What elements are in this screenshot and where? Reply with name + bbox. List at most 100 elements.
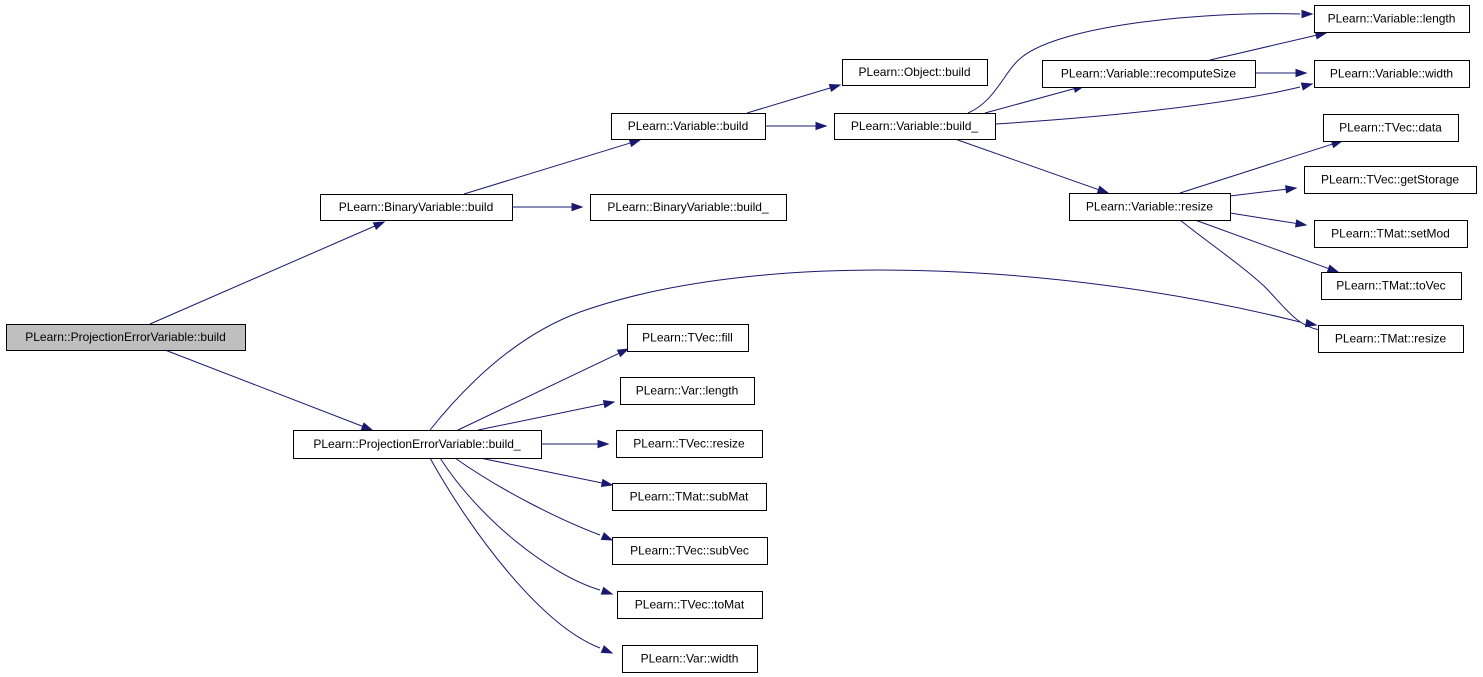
node-label: PLearn::Variable::recomputeSize xyxy=(1061,67,1237,81)
node-n13[interactable]: PLearn::TMat::toVec xyxy=(1321,272,1462,300)
node-box xyxy=(320,194,513,221)
node-n18[interactable]: PLearn::TVec::resize xyxy=(616,430,763,458)
edge-n15-n22 xyxy=(429,457,614,654)
edge-arrowhead xyxy=(571,202,584,212)
node-label: PLearn::ProjectionErrorVariable::build xyxy=(25,330,226,344)
node-label: PLearn::TMat::setMod xyxy=(1331,227,1450,241)
edge-arrowhead xyxy=(1304,318,1318,328)
node-label: PLearn::TVec::toMat xyxy=(635,598,745,612)
edge-n0-n1 xyxy=(149,221,386,325)
edge-line xyxy=(463,142,631,195)
edge-arrowhead xyxy=(372,221,386,231)
node-n2[interactable]: PLearn::BinaryVariable::build_ xyxy=(590,194,787,221)
edge-n15-n16 xyxy=(457,348,630,431)
node-n3[interactable]: PLearn::Variable::build xyxy=(611,113,766,140)
node-n19[interactable]: PLearn::TMat::subMat xyxy=(612,483,767,511)
node-box xyxy=(617,591,763,619)
node-n20[interactable]: PLearn::TVec::subVec xyxy=(612,537,768,565)
edge-line xyxy=(994,86,1301,125)
edge-n1-n3 xyxy=(463,139,642,195)
edge-line xyxy=(164,349,363,427)
edge-n15-n18 xyxy=(541,439,610,449)
node-label: PLearn::TVec::getStorage xyxy=(1321,173,1459,187)
node-n22[interactable]: PLearn::Var::width xyxy=(622,645,758,673)
edge-n15-n20 xyxy=(454,457,614,541)
node-box xyxy=(1314,60,1470,88)
node-box xyxy=(1042,60,1256,88)
node-label: PLearn::ProjectionErrorVariable::build_ xyxy=(313,437,521,451)
node-n10[interactable]: PLearn::TVec::data xyxy=(1323,114,1459,142)
node-box xyxy=(612,537,768,565)
edge-line xyxy=(1229,188,1287,197)
edge-arrowhead xyxy=(1295,68,1308,78)
edge-line xyxy=(1194,219,1329,270)
node-n6[interactable]: PLearn::Variable::recomputeSize xyxy=(1042,60,1256,88)
edge-arrowhead xyxy=(600,645,614,654)
edge-arrowhead xyxy=(602,399,616,409)
edge-line xyxy=(746,87,831,114)
edge-line xyxy=(967,13,1301,114)
edge-line xyxy=(1209,34,1317,61)
edge-arrowhead xyxy=(1326,264,1340,273)
edge-n0-n15 xyxy=(164,349,374,431)
node-label: PLearn::TMat::resize xyxy=(1335,332,1447,346)
node-n14[interactable]: PLearn::TMat::resize xyxy=(1318,325,1464,353)
edge-n3-n5 xyxy=(765,121,828,131)
edge-line xyxy=(439,457,601,591)
node-n8[interactable]: PLearn::Variable::width xyxy=(1314,60,1470,88)
edge-arrowhead xyxy=(597,439,610,449)
node-box xyxy=(1318,325,1464,353)
node-n17[interactable]: PLearn::Var::length xyxy=(620,377,755,405)
node-n5[interactable]: PLearn::Variable::build_ xyxy=(834,113,996,140)
node-n1[interactable]: PLearn::BinaryVariable::build xyxy=(320,194,513,221)
edge-line xyxy=(457,352,620,431)
edge-arrowhead xyxy=(600,586,614,595)
node-box xyxy=(6,324,246,351)
node-box xyxy=(1069,193,1231,221)
node-box xyxy=(616,430,763,458)
edge-n6-n7 xyxy=(1209,31,1328,61)
edge-line xyxy=(479,457,603,484)
node-n7[interactable]: PLearn::Variable::length xyxy=(1314,5,1470,33)
edge-n9-n12 xyxy=(1229,212,1308,228)
node-box xyxy=(834,113,996,140)
edge-arrowhead xyxy=(828,84,842,93)
call-graph-nodes: PLearn::ProjectionErrorVariable::buildPL… xyxy=(6,5,1477,673)
node-label: PLearn::TVec::subVec xyxy=(630,544,749,558)
edge-line xyxy=(954,138,1099,191)
node-label: PLearn::TVec::fill xyxy=(642,331,733,345)
node-box xyxy=(611,113,766,140)
node-n9[interactable]: PLearn::Variable::resize xyxy=(1069,193,1231,221)
node-label: PLearn::TMat::subMat xyxy=(630,490,749,504)
edge-n15-n21 xyxy=(439,457,614,595)
node-label: PLearn::Variable::resize xyxy=(1086,200,1214,214)
node-n16[interactable]: PLearn::TVec::fill xyxy=(627,324,749,352)
node-n12[interactable]: PLearn::TMat::setMod xyxy=(1314,220,1468,248)
node-box xyxy=(1304,166,1477,194)
node-n4[interactable]: PLearn::Object::build xyxy=(842,59,988,86)
edge-line xyxy=(1229,212,1297,224)
edge-arrowhead xyxy=(360,422,374,431)
node-label: PLearn::TVec::data xyxy=(1339,121,1442,135)
edge-n5-n7 xyxy=(967,9,1314,114)
edge-n15-n17 xyxy=(477,399,616,431)
node-n11[interactable]: PLearn::TVec::getStorage xyxy=(1304,166,1477,194)
edge-n5-n6 xyxy=(984,84,1086,114)
edge-arrowhead xyxy=(1300,82,1314,91)
node-label: PLearn::Object::build xyxy=(858,65,970,79)
node-n15[interactable]: PLearn::ProjectionErrorVariable::build_ xyxy=(293,430,542,459)
node-box xyxy=(622,645,758,673)
node-box xyxy=(1323,114,1459,142)
node-label: PLearn::BinaryVariable::build_ xyxy=(607,200,769,214)
edge-line xyxy=(1179,143,1333,194)
node-box xyxy=(627,324,749,352)
edge-arrowhead xyxy=(1301,9,1314,19)
edge-line xyxy=(477,403,605,431)
node-label: PLearn::TVec::resize xyxy=(633,437,745,451)
node-n0: PLearn::ProjectionErrorVariable::build xyxy=(6,324,246,351)
edge-arrowhead xyxy=(1285,185,1298,194)
node-n21[interactable]: PLearn::TVec::toMat xyxy=(617,591,763,619)
node-box xyxy=(1314,5,1470,33)
edge-arrowhead xyxy=(628,139,642,148)
node-box xyxy=(612,483,767,511)
